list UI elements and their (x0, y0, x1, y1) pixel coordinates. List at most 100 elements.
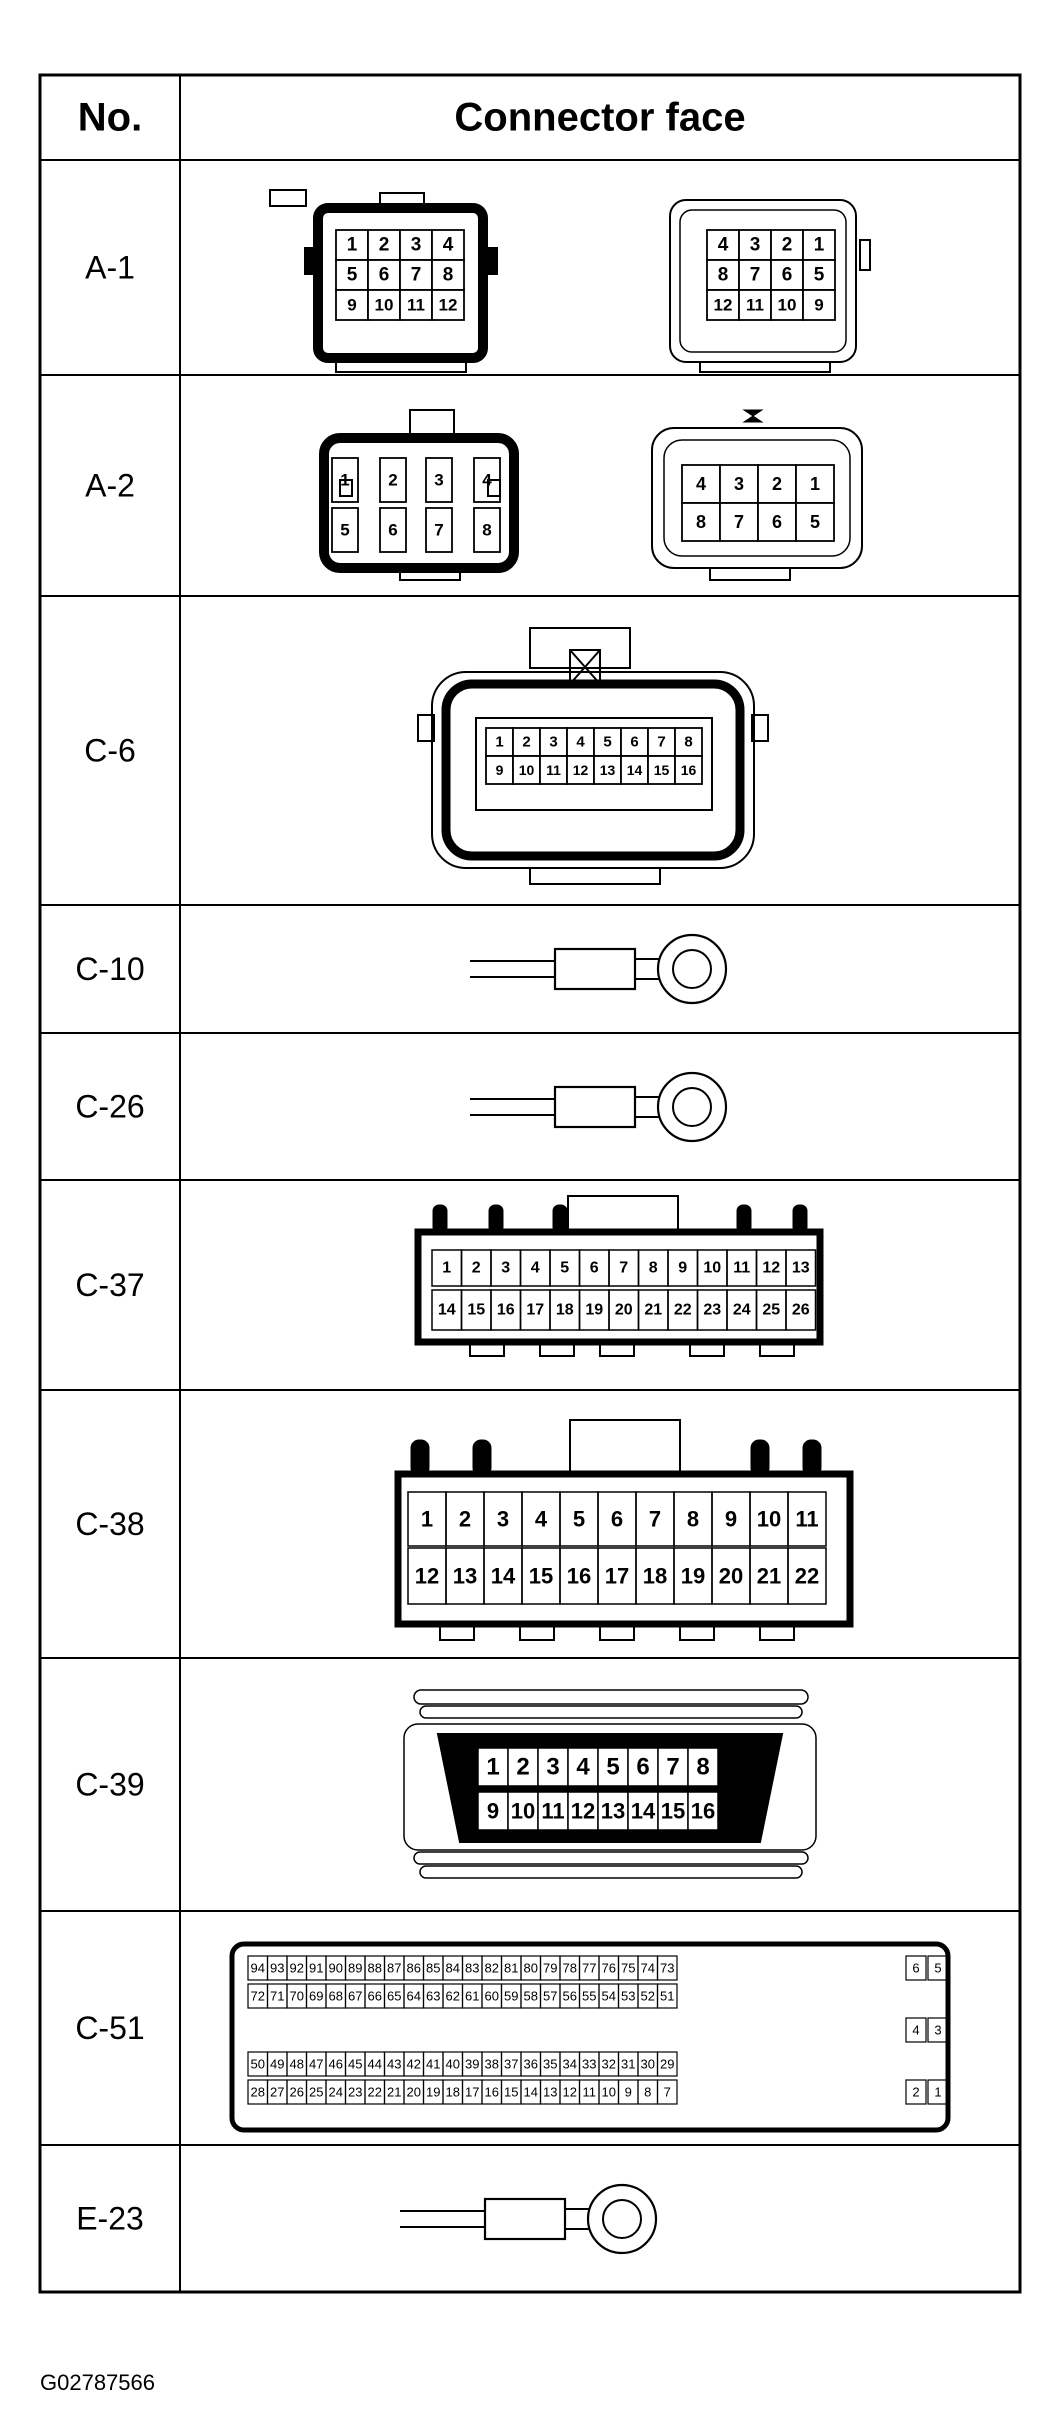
pin-number: 4 (531, 1260, 540, 1277)
connector-housing (414, 1228, 824, 1346)
pin-number: 3 (734, 474, 744, 494)
pin-number: 1 (442, 1260, 451, 1277)
pin-number: 9 (678, 1260, 687, 1277)
pin-number: 16 (691, 1799, 715, 1824)
pin-number: 3 (411, 235, 422, 256)
connector-housing (403, 1723, 817, 1851)
pin-number: 69 (309, 1989, 323, 2004)
terminal-crimp (553, 1085, 637, 1129)
pin-cell (537, 1791, 569, 1831)
pin-number: 6 (388, 521, 397, 540)
document-code: G02787566 (40, 2370, 155, 2395)
connector-id-a-1: A-1 (85, 250, 135, 286)
pin-cell (757, 502, 797, 542)
pin-number: 4 (535, 1507, 548, 1532)
pin-number: 37 (504, 2057, 518, 2072)
pin-number: 8 (696, 1754, 709, 1781)
pin-number: 2 (522, 734, 530, 751)
pin-cell (787, 1491, 827, 1547)
pin-number: 13 (792, 1260, 810, 1277)
pin-number: 56 (563, 1989, 577, 2004)
pin-cell (927, 1955, 949, 1981)
pin-number: 67 (348, 1989, 362, 2004)
pin-number: 6 (590, 1260, 599, 1277)
connector-id-c-37: C-37 (75, 1267, 144, 1303)
connector-id-c-51: C-51 (75, 2010, 144, 2046)
connector-e23 (400, 2183, 658, 2255)
pin-number: 8 (718, 265, 729, 286)
pin-number: 3 (546, 1754, 559, 1781)
pin-number: 15 (529, 1564, 553, 1589)
pin-cell (425, 457, 453, 503)
connector-id-c-10: C-10 (75, 951, 144, 987)
pin-cell (681, 502, 721, 542)
pin-number: 5 (560, 1260, 569, 1277)
pin-number: 15 (661, 1799, 685, 1824)
pin-number: 12 (714, 296, 733, 315)
pin-number: 28 (251, 2085, 265, 2100)
pin-number: 64 (407, 1989, 421, 2004)
pin-number: 71 (270, 1989, 284, 2004)
pin-number: 38 (485, 2057, 499, 2072)
pin-number: 68 (329, 1989, 343, 2004)
pin-number: 88 (368, 1961, 382, 1976)
pin-number: 4 (576, 734, 585, 751)
pin-cell (795, 502, 835, 542)
pin-cell (399, 229, 433, 261)
pin-cell (687, 1791, 719, 1831)
pin-number: 11 (733, 1260, 750, 1277)
ring-terminal-icon (656, 933, 728, 1005)
pin-number: 17 (605, 1564, 629, 1589)
pin-number: 9 (496, 762, 504, 778)
pin-cell (567, 1747, 599, 1787)
pin-number: 84 (446, 1961, 460, 1976)
pin-cell (431, 289, 465, 321)
pin-number: 55 (582, 1989, 596, 2004)
pin-number: 5 (347, 265, 358, 286)
pin-number: 74 (641, 1961, 655, 1976)
pin-number: 65 (387, 1989, 401, 2004)
pin-number: 52 (641, 1989, 655, 2004)
connector-id-a-2: A-2 (85, 468, 135, 504)
connector-id-c-39: C-39 (75, 1767, 144, 1803)
pin-number: 10 (511, 1799, 535, 1824)
pin-number: 3 (549, 734, 557, 751)
pin-number: 3 (434, 471, 443, 490)
pin-number: 23 (703, 1302, 721, 1319)
pin-number: 14 (438, 1302, 456, 1319)
pin-number: 1 (495, 734, 503, 751)
pin-number: 36 (524, 2057, 538, 2072)
pin-number: 19 (681, 1564, 705, 1589)
pin-number: 11 (407, 296, 425, 315)
pin-cell (738, 229, 772, 261)
connector-c26 (470, 1071, 728, 1143)
pin-number: 16 (497, 1302, 515, 1319)
pin-number: 2 (388, 471, 397, 490)
pin-number: 1 (934, 2085, 941, 2100)
pin-cell (539, 727, 568, 757)
pin-number: 40 (446, 2057, 460, 2072)
pin-number: 6 (636, 1754, 649, 1781)
pin-cell (657, 1747, 689, 1787)
pin-number: 6 (379, 265, 390, 286)
pin-number: 11 (746, 296, 764, 315)
pin-cell (473, 507, 501, 553)
pin-cell (425, 507, 453, 553)
pin-number: 41 (426, 2057, 440, 2072)
pin-cell (674, 755, 703, 785)
pin-number: 12 (415, 1564, 439, 1589)
pin-number: 12 (563, 2085, 577, 2100)
pin-number: 16 (681, 762, 697, 778)
pin-number: 22 (368, 2085, 382, 2100)
pin-number: 35 (543, 2057, 557, 2072)
pin-number: 51 (660, 1989, 674, 2004)
pin-number: 1 (810, 474, 820, 494)
pin-number: 75 (621, 1961, 635, 1976)
pin-number: 8 (684, 734, 692, 751)
pin-cell (335, 259, 369, 291)
pin-number: 11 (546, 762, 561, 778)
pin-number: 3 (934, 2023, 941, 2038)
pin-number: 8 (644, 2085, 651, 2100)
pin-number: 14 (627, 762, 643, 778)
